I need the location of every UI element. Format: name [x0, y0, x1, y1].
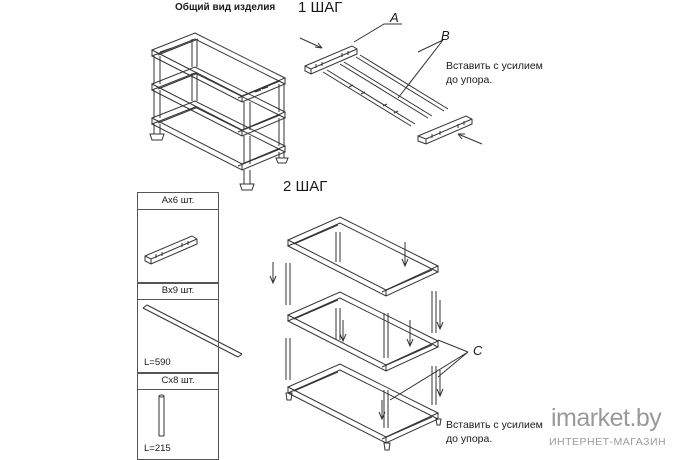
part-length: L=590	[144, 357, 171, 368]
down-arrows	[269, 242, 444, 421]
leaders-c	[389, 339, 469, 401]
part-panel-c: Сх8 шт. L=215	[137, 372, 219, 460]
part-panel-title: Сх8 шт.	[138, 373, 218, 390]
step2-tier-top	[286, 216, 440, 297]
step1-instruction: Вставить с усилием до упора.	[446, 59, 543, 87]
part-b-drawing	[142, 304, 243, 358]
connector-a-left	[304, 45, 358, 75]
part-c-drawing	[158, 394, 165, 437]
step2-instruction: Вставить с усилием до упора.	[446, 418, 543, 446]
step2-tier-bottom	[286, 363, 440, 444]
step2-instruction-line1: Вставить с усилием	[446, 419, 543, 431]
rods-b	[322, 54, 449, 127]
arrow-in-right	[457, 133, 483, 145]
part-panel-a: Ах6 шт.	[137, 192, 219, 284]
step1-instruction-line1: Вставить с усилием	[446, 60, 543, 72]
label-c: C	[473, 343, 483, 358]
step2-tier-middle	[286, 291, 440, 372]
part-panel-b: Вх9 шт. L=590	[137, 282, 219, 374]
step2-diagram	[269, 216, 469, 451]
step1-instruction-line2: до упора.	[446, 74, 493, 86]
overview-title: Общий вид изделия	[175, 2, 276, 13]
overview-tier-top	[150, 32, 287, 103]
step1-diagram	[299, 23, 483, 145]
overview-tier-middle	[150, 66, 287, 137]
step1-title: 1 ШАГ	[298, 0, 343, 16]
label-b: B	[441, 28, 450, 43]
leader-a	[353, 23, 402, 43]
watermark-brand: imarket.by	[551, 404, 662, 432]
overview-shelf	[149, 32, 289, 191]
step2-instruction-line2: до упора.	[446, 433, 493, 445]
label-a: A	[390, 10, 399, 25]
part-length: L=215	[144, 443, 171, 454]
connector-a-right	[417, 115, 473, 145]
leaders-b	[397, 39, 444, 99]
parts-table	[142, 235, 243, 437]
overview-tier-bottom	[150, 100, 287, 171]
part-a-drawing	[144, 235, 198, 265]
part-panel-title: Ах6 шт.	[138, 193, 218, 210]
part-panel-title: Вх9 шт.	[138, 283, 218, 300]
arrow-in-left	[299, 37, 323, 49]
posts-c	[285, 232, 437, 428]
step2-title: 2 ШАГ	[283, 178, 328, 195]
watermark-tagline: ИНТЕРНЕТ-МАГАЗИН	[549, 436, 667, 448]
